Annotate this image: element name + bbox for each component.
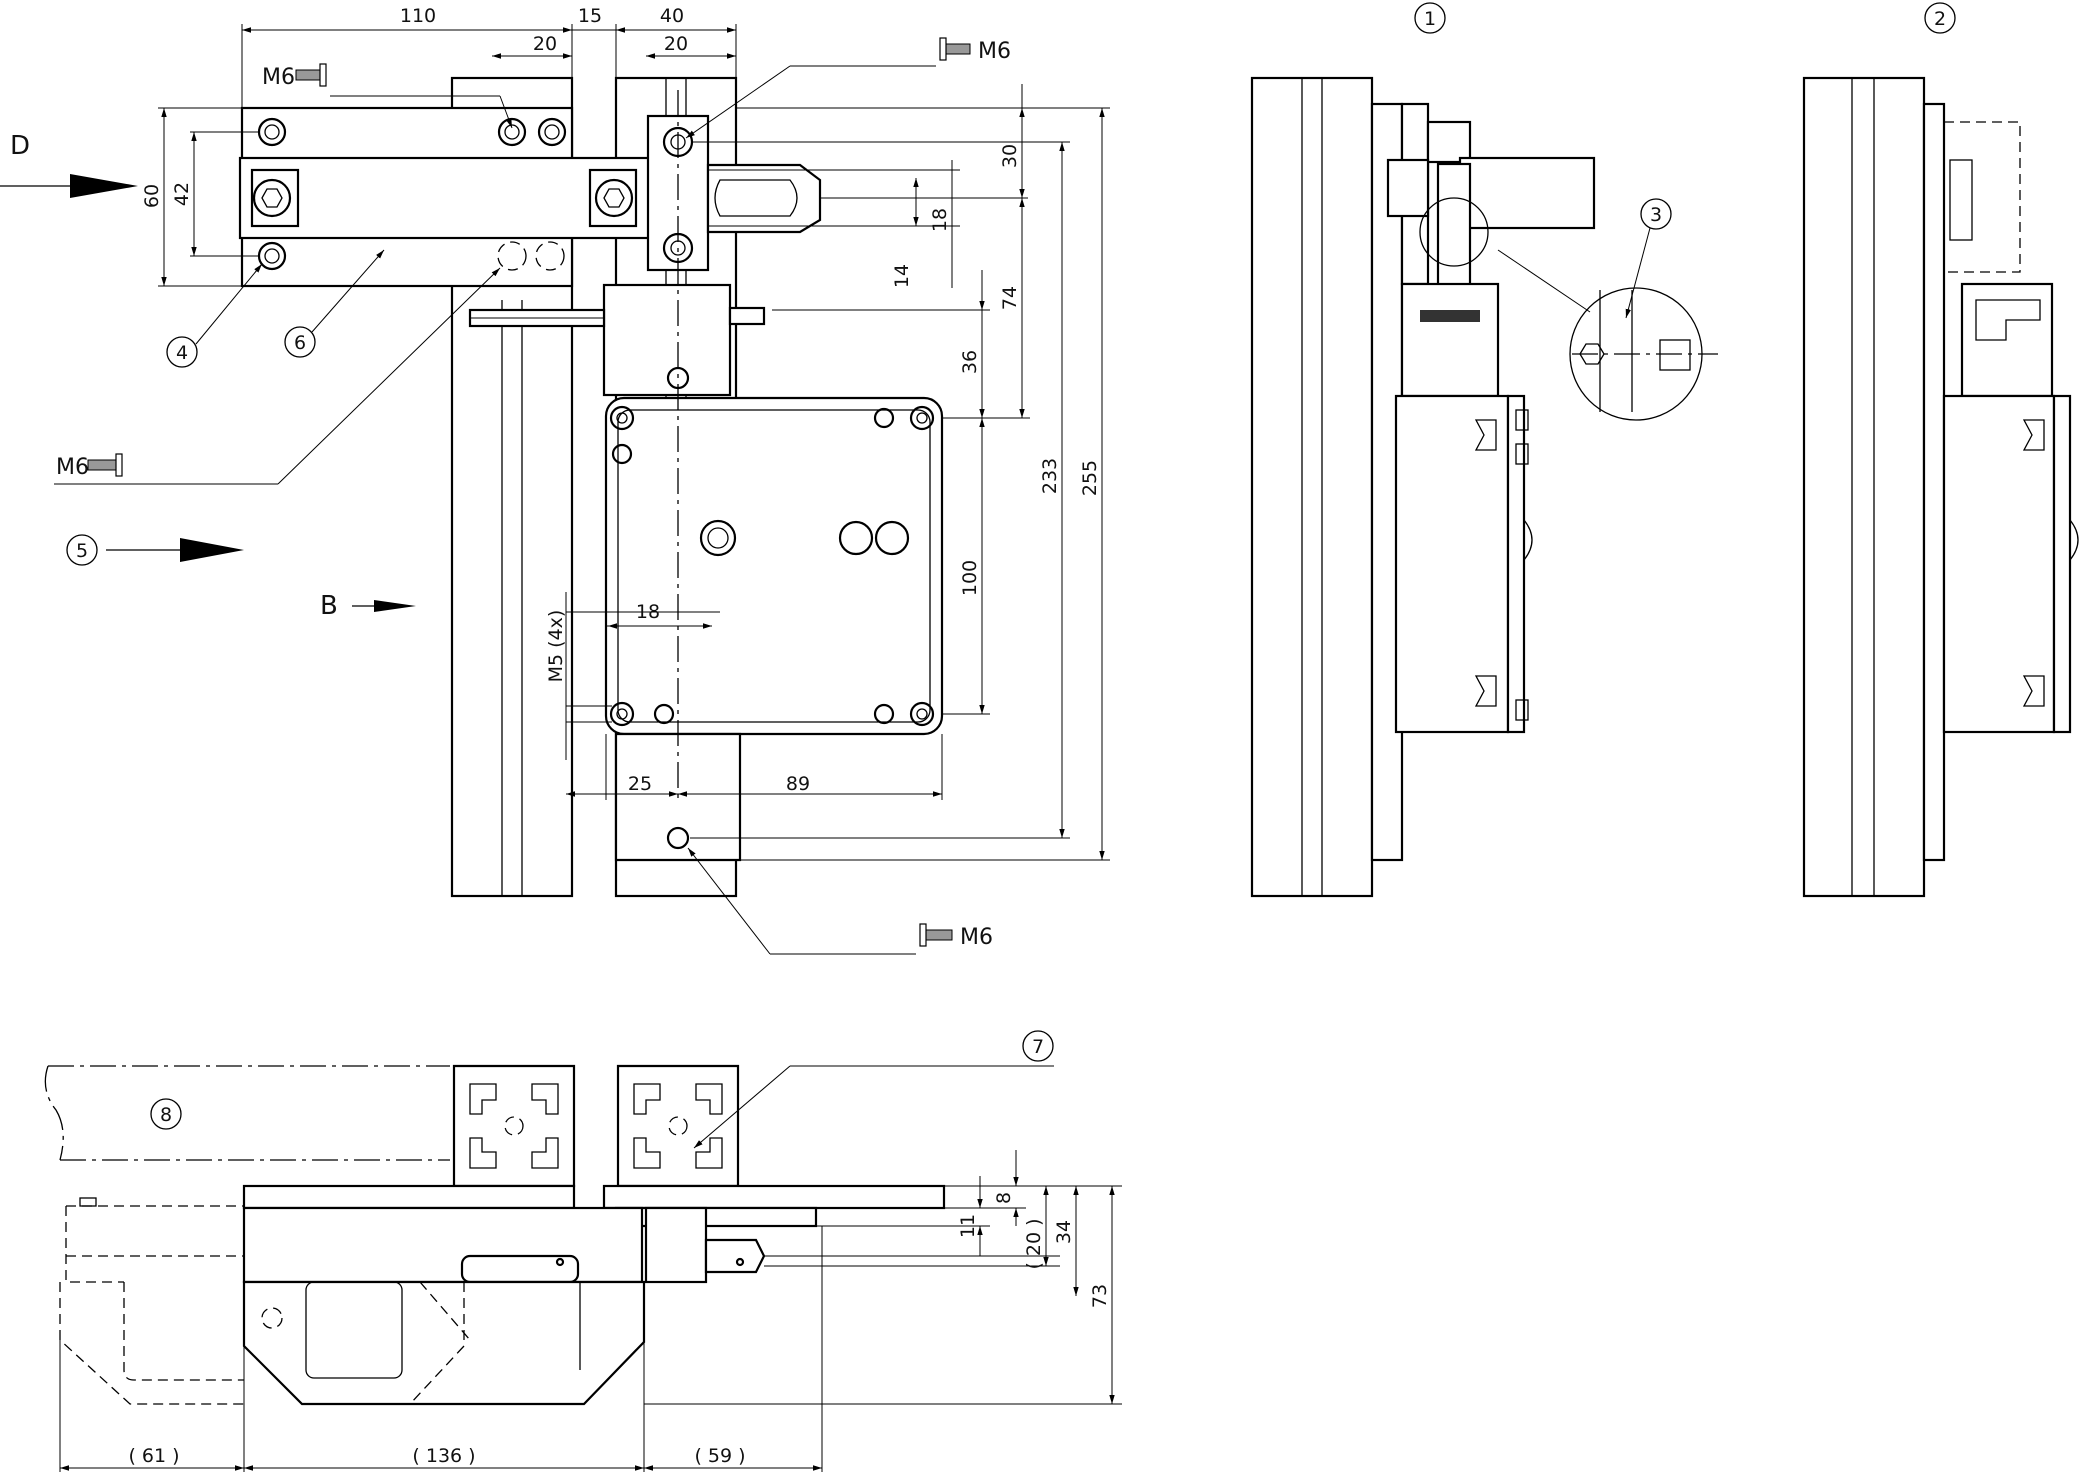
screw-callouts: M6 M6 M6 M6 bbox=[54, 37, 1011, 955]
callout-4: 4 bbox=[166, 263, 263, 368]
callout-7-label: 7 bbox=[1032, 1036, 1044, 1058]
dim-34: 34 bbox=[1053, 1220, 1075, 1244]
callout-3-label: 3 bbox=[1650, 204, 1662, 226]
dim-14: 14 bbox=[891, 264, 913, 288]
callout-5: 5 bbox=[66, 534, 98, 566]
callout-1-label: 1 bbox=[1424, 8, 1436, 30]
screw-label-top-right: M6 bbox=[978, 39, 1011, 64]
dim-42: 42 bbox=[171, 182, 193, 206]
dim-73: 73 bbox=[1089, 1284, 1111, 1308]
view-arrows: D B bbox=[0, 131, 416, 621]
screw-icon bbox=[939, 37, 971, 61]
screw-label-top-left: M6 bbox=[262, 65, 295, 90]
view-d-label: D bbox=[10, 131, 30, 161]
screw-label-mid-left: M6 bbox=[56, 455, 89, 480]
view-b-label: B bbox=[320, 591, 338, 621]
dim-8: 8 bbox=[993, 1192, 1015, 1204]
dim-18-right: 18 bbox=[929, 208, 951, 232]
dim-20-right: 20 bbox=[664, 33, 688, 55]
screw-icon bbox=[295, 63, 327, 87]
dim-30: 30 bbox=[999, 144, 1021, 168]
dim-100: 100 bbox=[959, 560, 981, 596]
dim-255: 255 bbox=[1079, 460, 1101, 496]
dim-36: 36 bbox=[959, 350, 981, 374]
dim-74: 74 bbox=[999, 286, 1021, 310]
dim-18-inner: 18 bbox=[636, 601, 660, 623]
dim-25: 25 bbox=[628, 773, 652, 795]
dim-59: ( 59 ) bbox=[694, 1445, 745, 1467]
dim-15: 15 bbox=[578, 5, 602, 27]
screw-label-bottom: M6 bbox=[960, 925, 993, 950]
dim-136: ( 136 ) bbox=[412, 1445, 475, 1467]
callout-8-label: 8 bbox=[160, 1104, 172, 1126]
front-view-dimensions: 110 15 40 20 20 60 42 30 1 bbox=[141, 5, 1110, 861]
profile-section-right bbox=[616, 1064, 740, 1188]
front-view bbox=[238, 76, 944, 898]
dim-233: 233 bbox=[1039, 458, 1061, 494]
callout-2-label: 2 bbox=[1934, 8, 1946, 30]
dim-89: 89 bbox=[786, 773, 810, 795]
top-view: 8 7 bbox=[44, 1030, 1122, 1472]
screw-icon bbox=[87, 453, 123, 477]
dim-60: 60 bbox=[141, 184, 163, 208]
dim-20-left: 20 bbox=[533, 33, 557, 55]
dim-11: 11 bbox=[957, 1214, 979, 1238]
dim-20-side: ( 20 ) bbox=[1023, 1218, 1045, 1269]
dim-40: 40 bbox=[660, 5, 684, 27]
callout-4-label: 4 bbox=[176, 342, 188, 364]
callout-6-label: 6 bbox=[294, 332, 306, 354]
dim-m5: M5 (4x) bbox=[545, 610, 567, 683]
side-view-1: 1 bbox=[1250, 2, 1596, 898]
dim-110: 110 bbox=[400, 5, 436, 27]
callout-5-label: 5 bbox=[76, 540, 88, 562]
screw-icon bbox=[919, 923, 953, 947]
detail-3: 3 bbox=[1497, 198, 1718, 421]
dim-61: ( 61 ) bbox=[128, 1445, 179, 1467]
side-view-2: 2 bbox=[1802, 2, 2079, 898]
callout-6: 6 bbox=[284, 249, 385, 358]
profile-section-left bbox=[452, 1064, 576, 1188]
